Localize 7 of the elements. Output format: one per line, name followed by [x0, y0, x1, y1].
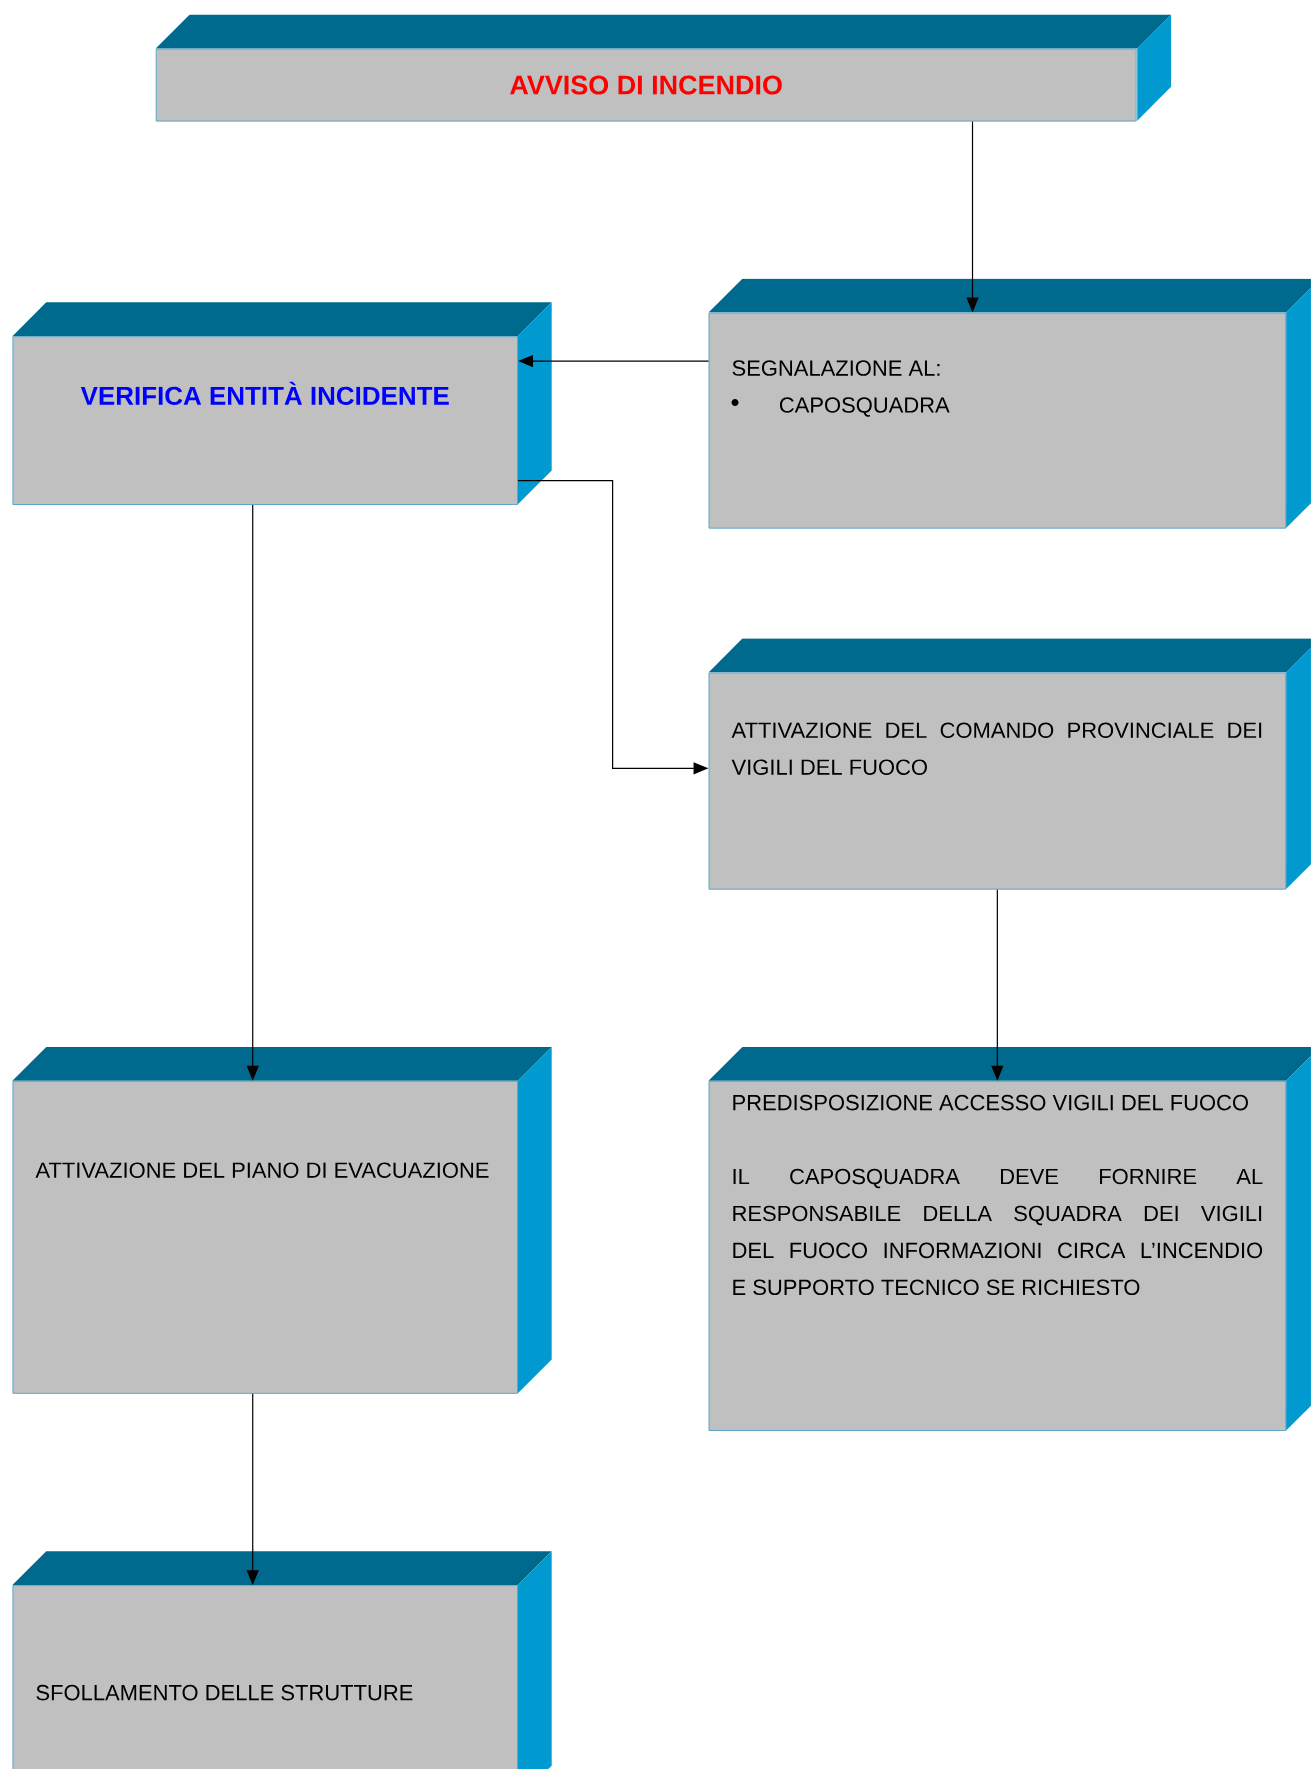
process-box: VERIFICA ENTITÀ INCIDENTE	[12, 302, 552, 506]
process-box: ATTIVAZIONE DEL COMANDO PROVINCIALE DEI VIGILI DEL FUOCO	[708, 638, 1311, 890]
process-box: ATTIVAZIONE DEL PIANO DI EVACUAZIONE	[12, 1046, 552, 1394]
process-box: AVVISO DI INCENDIO	[155, 14, 1172, 122]
process-box: SFOLLAMENTO DELLE STRUTTURE	[12, 1551, 552, 1769]
process-box: PREDISPOSIZIONE ACCESSO VIGILI DEL FUOCO IL CAPOSQUADRA DEVE FORNIRE AL RESPONSABILE DELLA SQUADRA DEI VIGILI DEL FUOCO INFORMAZIONI CIRCA L’INCENDIO E SUPPORTO TECNICO SE RICHIESTO	[708, 1046, 1311, 1431]
process-box: SEGNALAZIONE AL: CAPOSQUADRA	[708, 278, 1311, 529]
